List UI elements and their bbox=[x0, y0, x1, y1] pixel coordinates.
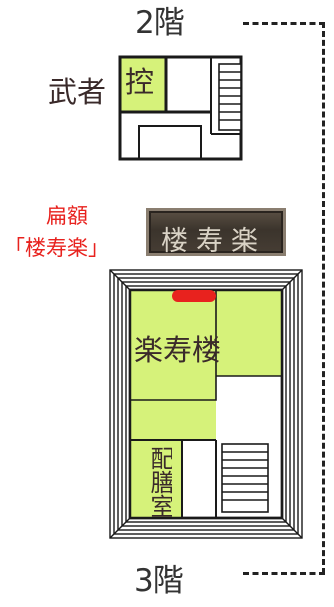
plaque-caption-line1: 扁額 bbox=[46, 204, 88, 228]
haizen-room-label: 配膳室 bbox=[148, 446, 172, 518]
stairs-lower bbox=[221, 443, 269, 513]
eave-lines bbox=[109, 269, 303, 539]
bracket-vertical-line bbox=[322, 22, 325, 574]
plaque-marker bbox=[172, 290, 216, 302]
hikae-room-label: 控 bbox=[125, 65, 155, 99]
second-floor-plan: 控 bbox=[117, 54, 244, 162]
stairs-upper bbox=[218, 63, 242, 131]
hikae-room bbox=[121, 58, 166, 112]
second-floor-drawing bbox=[118, 55, 243, 161]
third-floor-plan: 楽寿楼 配膳室 bbox=[108, 268, 304, 540]
plaque-caption-line2: 「楼寿楽」 bbox=[4, 236, 109, 260]
floor-2-label: 2階 bbox=[135, 5, 185, 41]
rakujuro-room-label: 楽寿楼 bbox=[134, 333, 222, 367]
plaque-inscription: 楼寿楽 bbox=[161, 226, 266, 257]
bracket-bottom-line bbox=[243, 572, 325, 575]
floor-3-label: 3階 bbox=[134, 563, 184, 599]
bracket-top-line bbox=[243, 22, 325, 25]
musha-label: 武者 bbox=[48, 75, 107, 109]
third-floor-drawing bbox=[109, 269, 303, 539]
plaque-image: 楼寿楽 bbox=[146, 208, 286, 257]
